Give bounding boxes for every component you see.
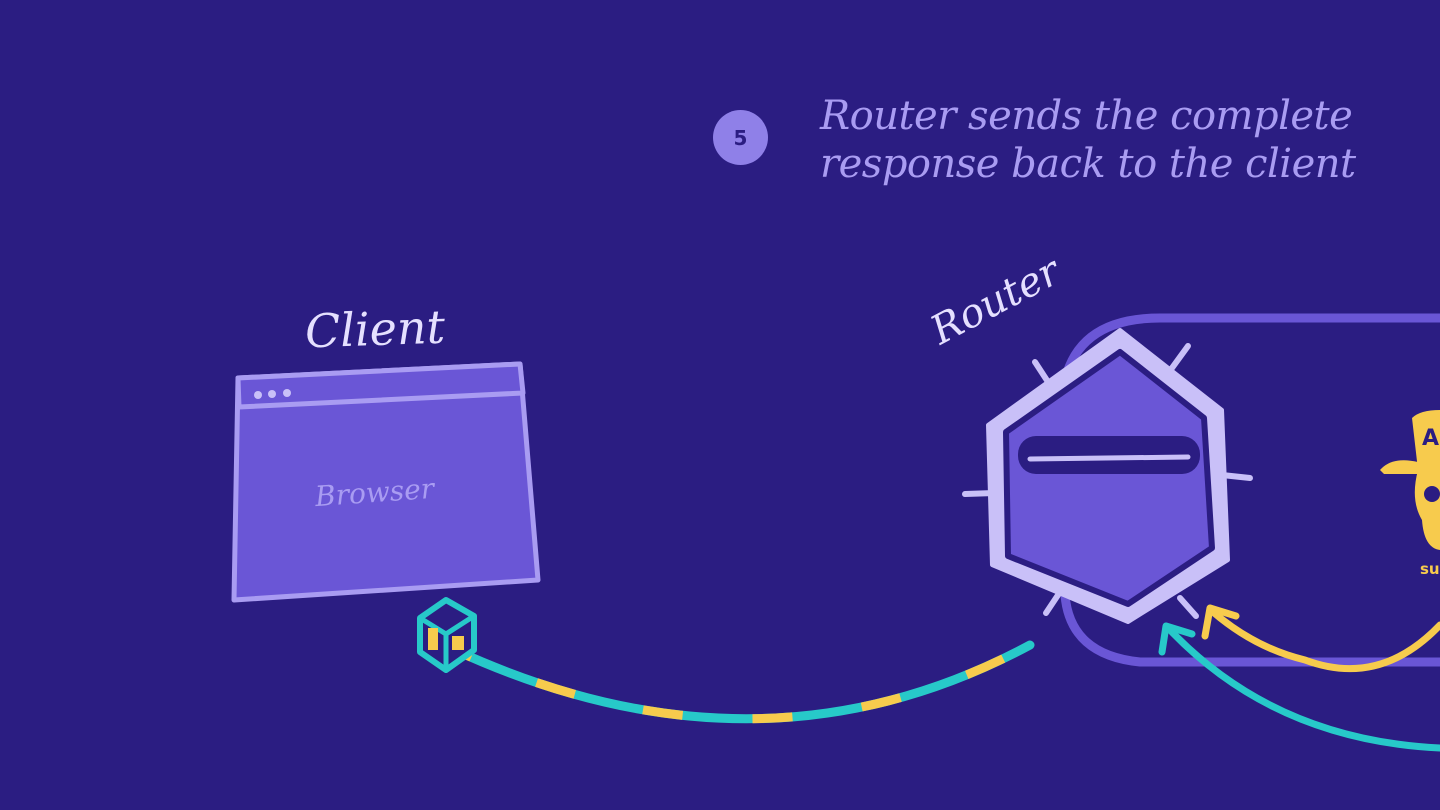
caption-line-2: response back to the client: [820, 141, 1356, 187]
browser-window: [231, 361, 541, 603]
response-package-icon: [417, 597, 477, 673]
response-path-dashes: [453, 641, 1033, 724]
window-dot-icon: [283, 389, 291, 397]
step-caption: Router sends the complete response back …: [820, 92, 1356, 188]
subgraph-response-arrow-yellow: [1209, 608, 1440, 673]
window-dot-icon: [254, 391, 262, 399]
step-number-badge: 5: [713, 110, 768, 165]
client-label: Client: [304, 299, 446, 359]
subgraph-badge-fragment: A: [1422, 426, 1440, 451]
window-dot-icon: [268, 390, 276, 398]
arrowhead-icon: [1158, 622, 1196, 656]
subgraph-label-fragment: su: [1420, 560, 1440, 578]
subgraph-mascot-icon: [1380, 410, 1440, 550]
subgraph-response-arrow-teal: [1166, 626, 1440, 752]
arrowhead-icon: [1201, 604, 1240, 640]
caption-line-1: Router sends the complete: [820, 93, 1353, 139]
router-node: [962, 328, 1253, 624]
